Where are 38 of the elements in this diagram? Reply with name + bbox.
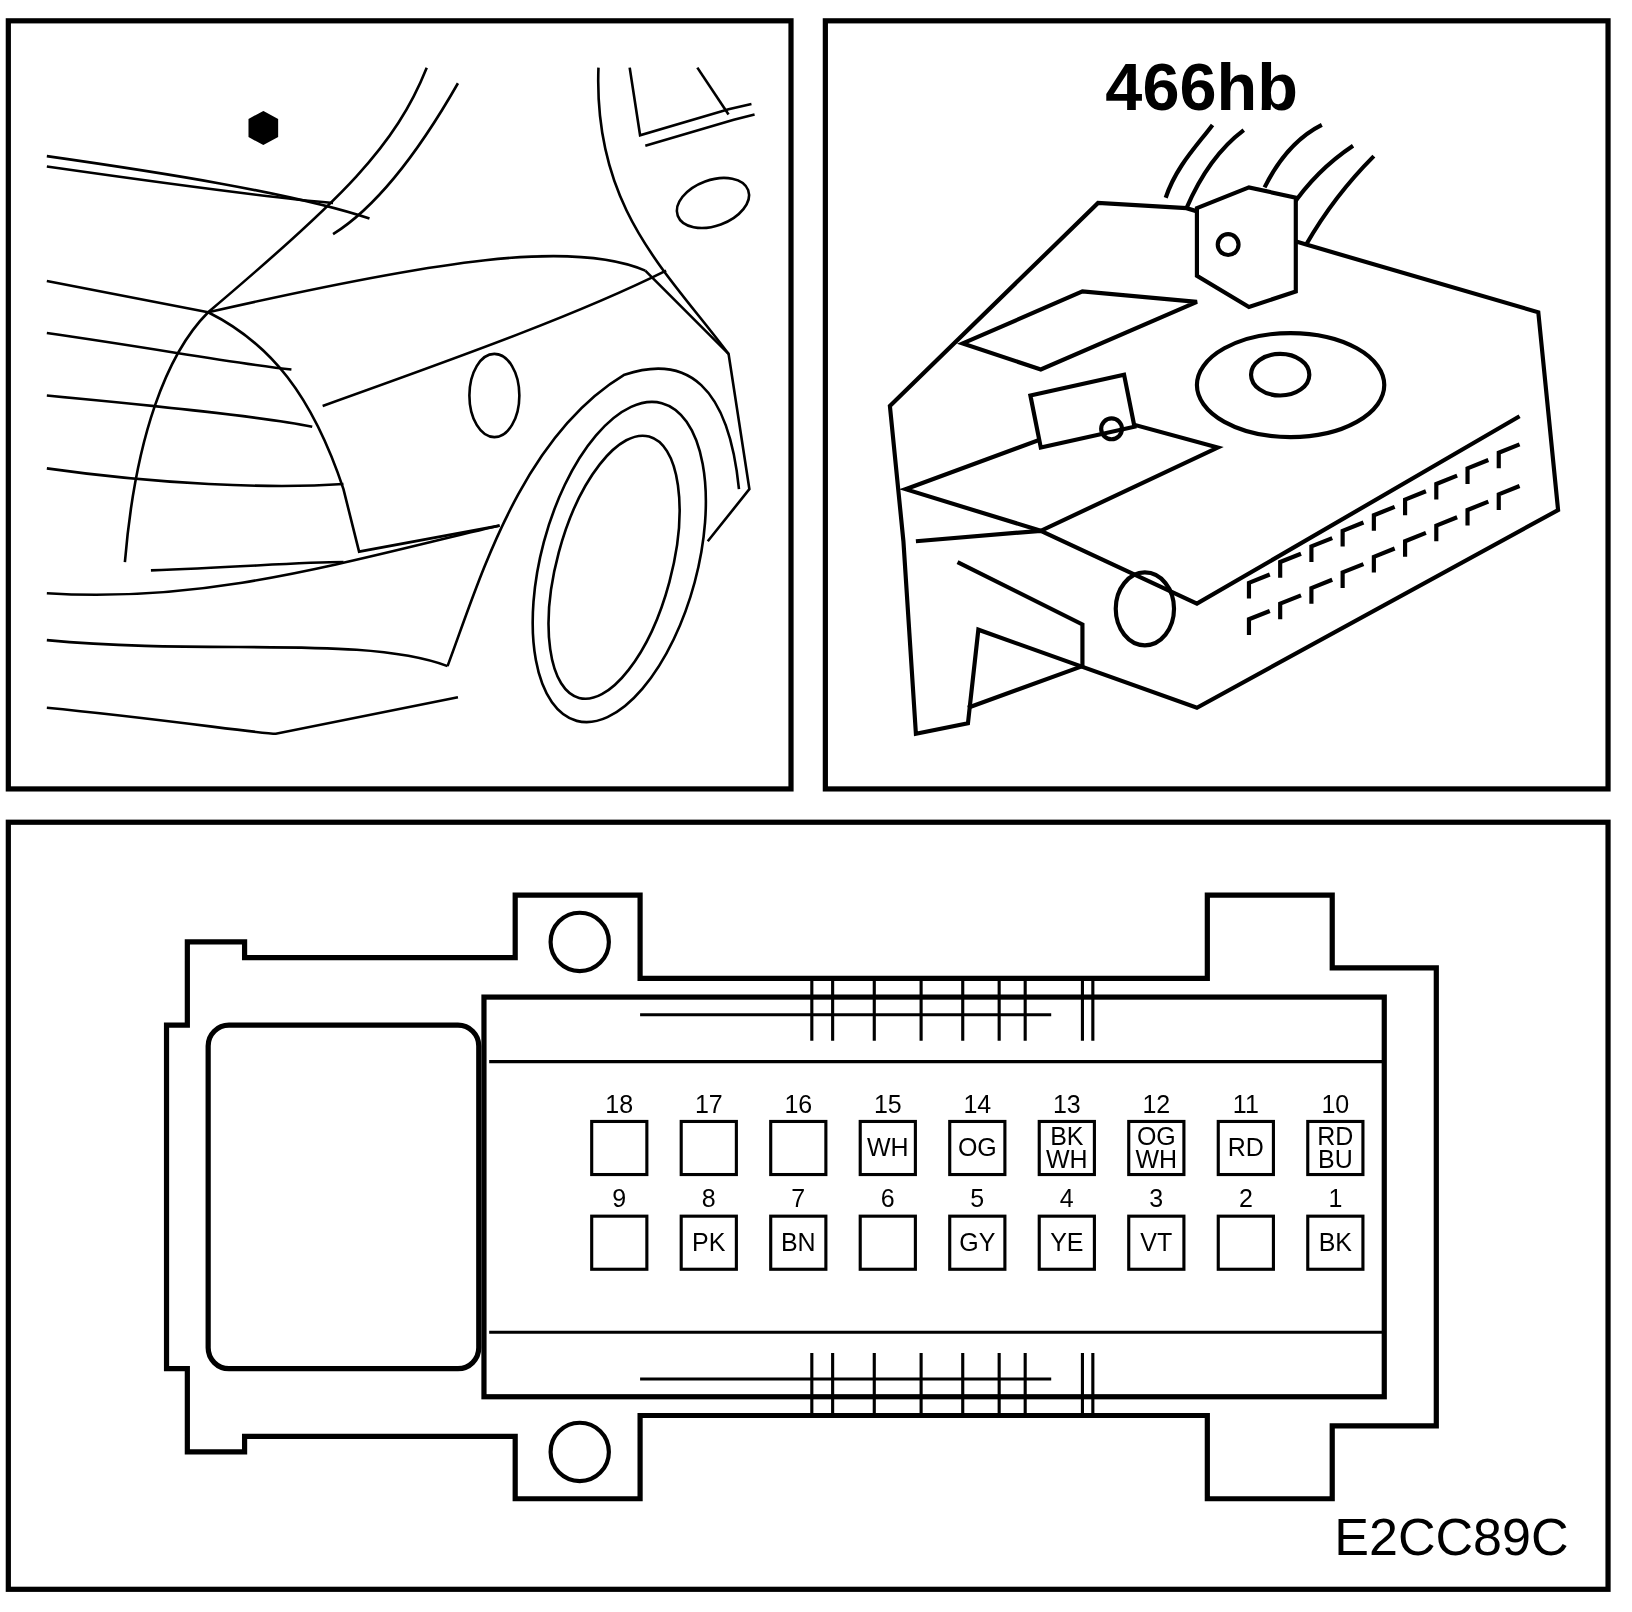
pin-number: 13 [1051,1091,1082,1117]
figure-label: 466hb [1105,52,1298,123]
pin-number: 16 [783,1091,814,1117]
pin-number: 11 [1231,1091,1260,1117]
pin-number: 17 [693,1091,724,1117]
pin-number: 12 [1141,1091,1172,1117]
pin-number: 1 [1327,1186,1344,1212]
pin-cavity: BK [1306,1214,1365,1271]
pin-number: 5 [969,1186,986,1212]
pin-cavity: YE [1037,1214,1096,1271]
pin-cavity [590,1214,649,1271]
figure-code: E2CC89C [1334,1509,1569,1566]
pin-cavity [769,1119,828,1177]
pin-cavity [679,1119,738,1177]
pin-cavity: VT [1127,1214,1186,1271]
pin-cavity: OG WH [1127,1119,1186,1177]
pin-cavity: WH [858,1119,917,1177]
pin-number: 4 [1058,1186,1075,1212]
pin-number: 9 [611,1186,628,1212]
pin-number: 15 [872,1091,903,1117]
pin-number: 7 [790,1186,807,1212]
pin-number: 8 [700,1186,717,1212]
pin-cavity: RD BU [1306,1119,1365,1177]
pin-number: 2 [1237,1186,1254,1212]
pin-cavity: BN [769,1214,828,1271]
pin-number: 6 [879,1186,896,1212]
pin-cavity: OG [948,1119,1007,1177]
pin-cavity [590,1119,649,1177]
pin-cavity [1216,1214,1275,1271]
pin-cavity: BK WH [1037,1119,1096,1177]
pin-number: 14 [962,1091,993,1117]
pin-number: 18 [604,1091,635,1117]
pin-cavity: GY [948,1214,1007,1271]
pin-number: 10 [1320,1091,1351,1117]
pin-cavity: RD [1216,1119,1275,1177]
pin-cavity [858,1214,917,1271]
pin-cavity: PK [679,1214,738,1271]
pin-number: 3 [1148,1186,1165,1212]
